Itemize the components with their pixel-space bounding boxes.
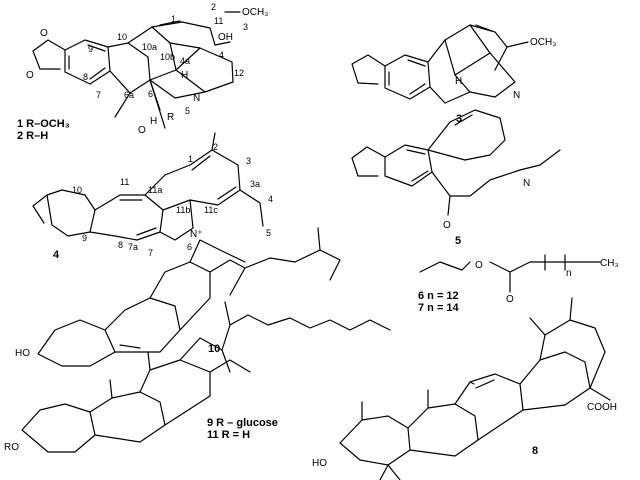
locant-4-1: 1 xyxy=(188,154,193,164)
compound-10: HO 10 xyxy=(15,227,341,367)
locant-4-6: 6 xyxy=(187,242,192,252)
locant-4: 4 xyxy=(219,50,224,60)
locant-4-10: 10 xyxy=(72,185,82,195)
compound-8-bonds xyxy=(339,297,611,480)
legend-compound-11: 11 R = H xyxy=(207,429,250,441)
compound-6-7: O O n CH₃ 6 n = 12 7 n = 14 xyxy=(418,254,619,314)
compound-3: OCH₃ N H 3 xyxy=(351,24,556,125)
locant-4a: 4a xyxy=(180,56,190,66)
locant-4-9: 9 xyxy=(82,233,87,243)
locant-10b: 10b xyxy=(160,52,175,62)
compound-5: N O 5 xyxy=(351,109,561,247)
locant-4-8: 8 xyxy=(118,240,123,250)
o-methylenedioxy-top: O xyxy=(40,28,48,39)
locant-3: 3 xyxy=(243,22,248,32)
locant-8: 8 xyxy=(83,72,88,82)
locant-12: 12 xyxy=(234,68,244,78)
n-subscript-label: n xyxy=(566,268,572,279)
h-label-3: H xyxy=(455,76,462,87)
compound-3-label: 3 xyxy=(456,113,462,125)
locant-6a: 6a xyxy=(124,90,134,100)
locant-4-5: 5 xyxy=(266,228,271,238)
r-label: R xyxy=(167,112,174,123)
n-label-5: N xyxy=(523,178,530,189)
locant-4-7a: 7a xyxy=(128,242,138,252)
locant-4-4: 4 xyxy=(268,194,273,204)
compound-5-bonds xyxy=(351,109,561,216)
locant-7: 7 xyxy=(96,90,101,100)
oh-label: OH xyxy=(218,32,233,43)
locant-1: 1 xyxy=(171,14,176,24)
locant-10: 10 xyxy=(117,32,127,42)
och3-label-3: OCH₃ xyxy=(530,37,556,48)
h-label-low: H xyxy=(150,116,157,127)
n-plus-label: N⁺ xyxy=(190,229,203,240)
locant-4-7: 7 xyxy=(148,248,153,258)
locant-6: 6 xyxy=(148,89,153,99)
locant-4-11b: 11b xyxy=(176,205,190,215)
compound-8-label: 8 xyxy=(532,445,538,457)
o-carbonyl-label: O xyxy=(506,294,514,305)
legend-compound-6: 6 n = 12 xyxy=(418,290,459,302)
locant-10a: 10a xyxy=(142,42,157,52)
ho-label-10: HO xyxy=(15,348,30,359)
locant-4-3a: 3a xyxy=(250,179,260,189)
locant-11: 11 xyxy=(214,16,223,26)
h-label-mid: H xyxy=(181,70,188,81)
compound-6-7-bonds xyxy=(419,254,601,293)
locant-4-11: 11 xyxy=(120,177,129,187)
n-label-3: N xyxy=(513,90,520,101)
compound-9-11-bonds xyxy=(21,301,391,453)
compound-4: 1 2 3 3a 4 5 6 7 7a 8 9 10 11 11a 11b 11… xyxy=(32,132,273,261)
o-methylenedioxy-bottom: O xyxy=(26,70,34,81)
locant-4-2: 2 xyxy=(213,142,218,152)
legend-compound-2: 2 R–H xyxy=(17,130,48,142)
compound-9-11: RO 9 R – glucose 11 R = H xyxy=(4,301,391,453)
legend-compound-1: 1 R–OCH₃ xyxy=(17,118,70,130)
compound-10-label: 10 xyxy=(208,343,220,355)
locant-4-11a: 11a xyxy=(148,185,162,195)
locant-4-11c: 11c xyxy=(204,205,218,215)
compound-1-2: O O OCH₃ OH N H H R O 1 2 3 4 4a 5 6 6a … xyxy=(17,2,268,142)
cooh-label: COOH xyxy=(587,402,617,413)
o-label-link: O xyxy=(138,125,146,136)
compound-1-2-bonds xyxy=(32,11,241,129)
legend-compound-9: 9 R – glucose xyxy=(207,417,278,429)
locant-4-3: 3 xyxy=(246,156,251,166)
locant-9: 9 xyxy=(88,44,93,54)
locant-2: 2 xyxy=(211,2,216,12)
ho-label-8: HO xyxy=(312,458,327,469)
compound-3-bonds xyxy=(351,24,529,104)
o-ester-label: O xyxy=(475,260,483,271)
legend-compound-7: 7 n = 14 xyxy=(418,302,460,314)
och3-label-1: OCH₃ xyxy=(242,7,268,18)
compound-8: COOH HO 8 xyxy=(312,297,617,480)
n-label-1: N xyxy=(193,93,200,104)
ro-label: RO xyxy=(4,442,19,453)
compound-10-bonds xyxy=(37,227,341,367)
compound-4-bonds xyxy=(32,132,264,241)
o-label-5: O xyxy=(443,220,451,231)
compound-4-label: 4 xyxy=(53,249,60,261)
locant-5: 5 xyxy=(185,106,190,116)
ch3-label: CH₃ xyxy=(600,258,619,269)
compound-5-label: 5 xyxy=(455,235,461,247)
